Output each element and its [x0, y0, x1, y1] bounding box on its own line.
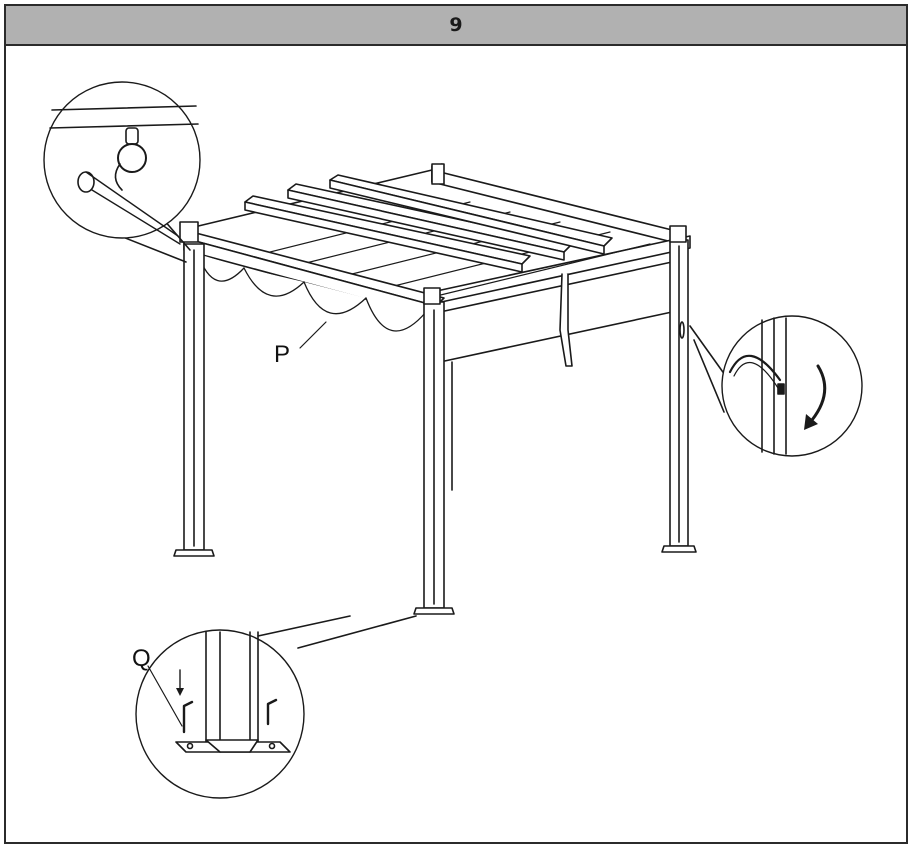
step-header: 9	[6, 6, 906, 46]
step-number: 9	[449, 14, 463, 36]
detail-callout-anchor	[135, 615, 417, 799]
part-label-q: Q	[132, 645, 151, 672]
post-back-right	[661, 225, 697, 553]
detail-callout-hook	[43, 81, 201, 263]
rotate-arrow-icon	[810, 364, 827, 422]
post-front-left	[173, 243, 215, 557]
pergola-frame	[173, 163, 697, 615]
detail-callout-rotate	[689, 315, 863, 457]
part-label-p: P	[274, 341, 290, 368]
pull-strap	[559, 273, 573, 367]
post-front-right	[413, 287, 455, 615]
canopy-scallops	[197, 253, 427, 332]
top-rafters	[244, 174, 613, 273]
